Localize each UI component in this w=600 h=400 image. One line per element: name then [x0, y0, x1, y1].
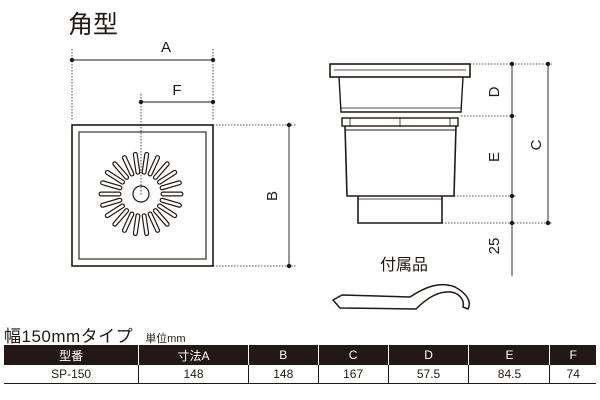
cell-dim-a: 148 [138, 365, 249, 384]
drain-slot [101, 181, 122, 190]
unit-label: 単位mm [145, 333, 186, 345]
subtitle-text: 幅150mmタイプ [4, 327, 134, 346]
drain-slot [106, 204, 124, 217]
drain-slot [123, 156, 134, 176]
cell-dim-f: 74 [549, 365, 596, 384]
header-dim-b: B [247, 345, 319, 365]
cell-dim-c: 167 [317, 365, 389, 384]
drain-cover [78, 131, 207, 260]
drain-slot [123, 212, 134, 232]
dimension-label-a: A [161, 39, 171, 56]
spec-table: 型番 寸法A B C D E F SP-150 148 148 167 57.5… [4, 345, 596, 384]
drain-slot [134, 214, 140, 235]
dimension-label-c: C [528, 139, 545, 150]
header-dim-c: C [317, 345, 389, 365]
table-header-row: 型番 寸法A B C D E F [4, 345, 596, 365]
header-dim-a: 寸法A [138, 345, 249, 365]
accessory-hook [332, 283, 470, 310]
top-view [69, 49, 296, 269]
drain-slot [158, 171, 176, 184]
dimension-label-e: E [486, 152, 503, 162]
drain-slot [148, 212, 159, 232]
table-row: SP-150 148 148 167 57.5 84.5 74 [4, 365, 596, 384]
table-subtitle: 幅150mmタイプ単位mm [4, 322, 186, 347]
drain-slot-ring [98, 151, 184, 237]
dimension-label-d: D [486, 86, 503, 97]
drain-technical-drawing: 角型 A F B [68, 11, 552, 310]
drain-slot [154, 162, 169, 179]
cell-dim-d: 57.5 [387, 365, 469, 384]
drain-slot [113, 209, 128, 226]
drain-slot [113, 162, 128, 179]
header-dim-f: F [549, 345, 596, 365]
drain-slot [101, 198, 122, 207]
drain-slot [154, 209, 169, 226]
header-dim-e: E [468, 345, 550, 365]
drain-slot [158, 204, 176, 217]
drain-slot [148, 156, 159, 176]
accessory-label: 付属品 [380, 256, 428, 274]
drain-slot [160, 181, 181, 190]
drain-center-circle [132, 185, 150, 203]
drain-frame [71, 124, 214, 267]
dimension-label-b: B [264, 191, 281, 201]
drain-slot [106, 171, 124, 184]
drain-slot [142, 214, 148, 235]
drain-slot [160, 198, 181, 207]
header-dim-d: D [387, 345, 469, 365]
drain-slot [134, 153, 140, 174]
diagram-title: 角型 [68, 11, 118, 39]
cell-dim-e: 84.5 [468, 365, 550, 384]
cell-dim-b: 148 [247, 365, 319, 384]
header-model: 型番 [4, 345, 139, 365]
cell-model: SP-150 [4, 365, 139, 384]
side-view [329, 61, 552, 276]
dimension-label-f: F [172, 82, 181, 99]
drain-slot [142, 153, 148, 174]
dimension-label-25: 25 [486, 238, 503, 255]
